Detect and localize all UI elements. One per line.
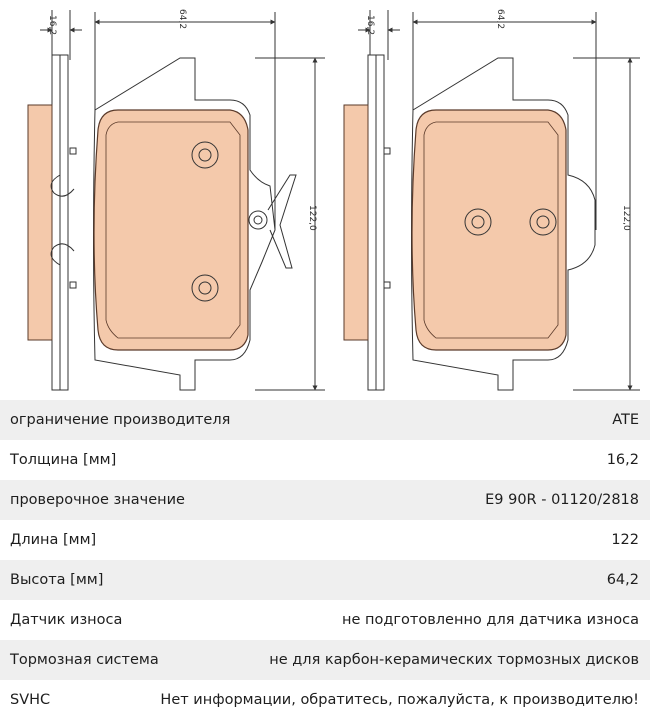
spec-label: Высота [мм]: [10, 572, 104, 588]
left-length-dim-lines: [255, 57, 325, 391]
spec-label: ограничение производителя: [10, 412, 231, 428]
spec-label: проверочное значение: [10, 492, 185, 508]
spec-label: Тормозная система: [10, 652, 159, 668]
left-length-dim: 122,0: [307, 205, 317, 231]
spec-label: Толщина [мм]: [10, 452, 117, 468]
spec-value: не подготовленно для датчика износа: [342, 612, 639, 628]
left-side-view: [27, 10, 82, 391]
spec-row-length: Длина [мм] 122: [0, 520, 650, 560]
spec-table: ограничение производителя ATE Толщина [м…: [0, 400, 650, 720]
right-length-dim-lines: [573, 57, 640, 391]
left-thickness-dim: 16,2: [47, 15, 57, 35]
spec-label: SVHC: [10, 692, 51, 708]
left-height-dim: 64,2: [177, 9, 187, 29]
spec-value: E9 90R - 01120/2818: [485, 492, 639, 508]
spec-value: 122: [611, 532, 639, 548]
spec-label: Длина [мм]: [10, 532, 97, 548]
right-side-view: [343, 10, 400, 391]
spec-row-brake-system: Тормозная система не для карбон-керамиче…: [0, 640, 650, 680]
spec-value: ATE: [612, 412, 639, 428]
spec-row-test-value: проверочное значение E9 90R - 01120/2818: [0, 480, 650, 520]
right-front-view: [411, 57, 596, 391]
spec-row-wear-sensor: Датчик износа не подготовленно для датчи…: [0, 600, 650, 640]
spec-row-thickness: Толщина [мм] 16,2: [0, 440, 650, 480]
spec-row-manufacturer: ограничение производителя ATE: [0, 400, 650, 440]
right-thickness-dim: 16,2: [365, 15, 375, 35]
spec-row-height: Высота [мм] 64,2: [0, 560, 650, 600]
spec-value: 16,2: [606, 452, 639, 468]
spec-row-svhc: SVHC Нет информации, обратитесь, пожалуй…: [0, 680, 650, 720]
brake-pad-drawing: 16,2 64,2 122,0: [27, 9, 640, 391]
spec-value: не для карбон-керамических тормозных дис…: [269, 652, 639, 668]
left-front-view: [93, 57, 297, 391]
right-height-dim-lines: [412, 12, 597, 230]
spec-label: Датчик износа: [10, 612, 123, 628]
spec-value: 64,2: [606, 572, 639, 588]
left-height-dim-lines: [94, 12, 276, 230]
right-length-dim: 122,0: [621, 205, 631, 231]
spec-value: Нет информации, обратитесь, пожалуйста, …: [160, 692, 639, 708]
right-height-dim: 64,2: [495, 9, 505, 29]
